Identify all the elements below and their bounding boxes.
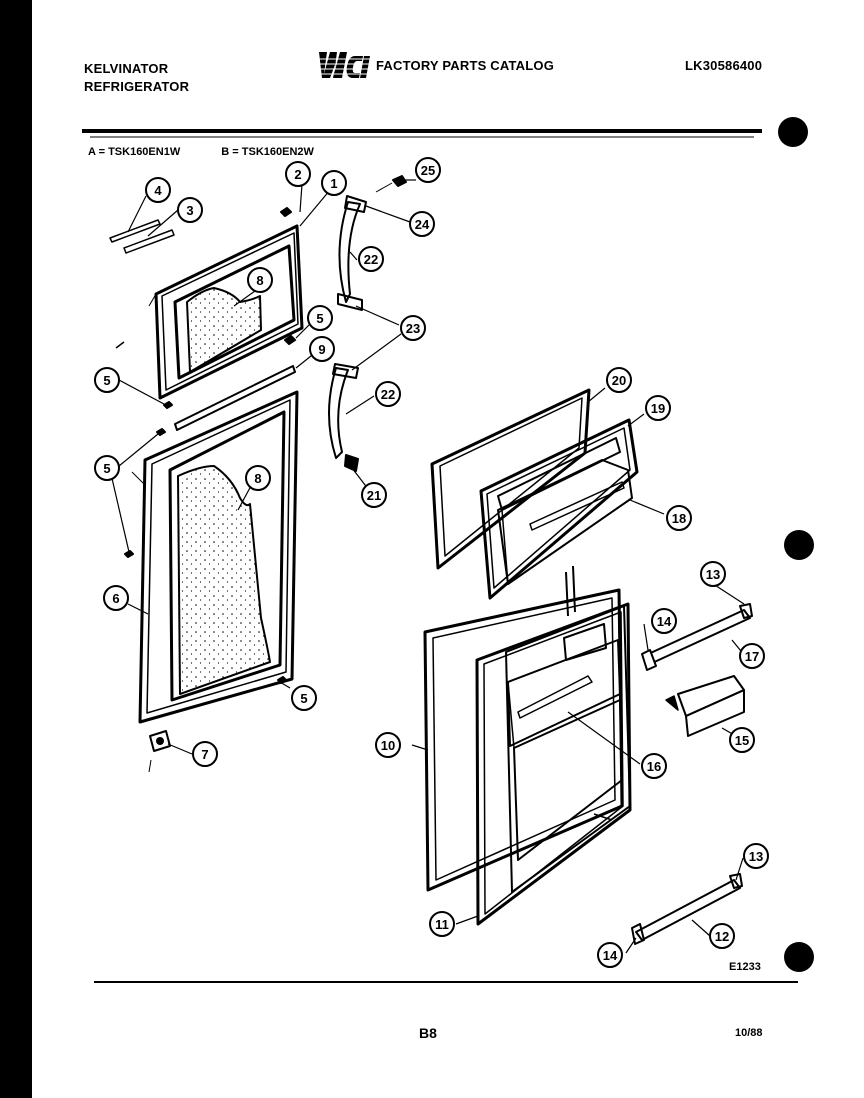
callout-11: 11	[435, 917, 449, 932]
freezer-door	[148, 224, 304, 400]
binder-hole-bottom	[784, 942, 814, 972]
callout-9: 9	[318, 342, 325, 357]
fresh-food-door	[138, 390, 299, 724]
bottom-hinge	[148, 730, 171, 773]
callout-14-b: 14	[603, 948, 618, 963]
callout-15: 15	[735, 733, 749, 748]
exploded-parts-diagram: 1 2 3 4 5 9 5 5 6 5 7 8 8 25 24 22 23 22…	[82, 129, 798, 983]
callout-13-b: 13	[749, 849, 763, 864]
screws	[115, 207, 296, 684]
callout-20: 20	[612, 373, 626, 388]
parts-sheet: KELVINATOR REFRIGERATOR FACTORY PARTS CA…	[32, 0, 864, 1098]
callout-5-b: 5	[103, 373, 110, 388]
callout-22-a: 22	[364, 252, 378, 267]
callout-5-c: 5	[103, 461, 110, 476]
binder-hole-middle	[784, 530, 814, 560]
callout-17: 17	[745, 649, 759, 664]
model-a: A = TSK160EN1W	[88, 146, 181, 158]
callout-21: 21	[367, 488, 381, 503]
binder-hole-top	[778, 117, 808, 147]
drawing-code: E1233	[729, 961, 761, 973]
callout-circles	[94, 157, 769, 968]
callout-3: 3	[186, 203, 193, 218]
callout-8-a: 8	[256, 273, 263, 288]
model-b: B = TSK160EN2W	[221, 146, 314, 158]
callout-6: 6	[112, 591, 119, 606]
revision-date: 10/88	[735, 1027, 763, 1039]
fresh-food-door-liner	[475, 602, 632, 926]
callout-16: 16	[647, 759, 661, 774]
callout-14-a: 14	[657, 614, 672, 629]
door-strip	[109, 219, 175, 254]
brand-line-2: REFRIGERATOR	[84, 79, 190, 94]
callout-5-d: 5	[300, 691, 307, 706]
wci-logo	[315, 52, 371, 78]
callout-1: 1	[330, 176, 337, 191]
callout-23: 23	[406, 321, 420, 336]
callout-12: 12	[715, 929, 729, 944]
freezer-door-liner	[479, 418, 639, 600]
callout-13-a: 13	[706, 567, 720, 582]
callout-10: 10	[381, 738, 395, 753]
freezer-gasket-strip	[174, 365, 296, 431]
dairy-compartment	[665, 675, 745, 737]
callout-5-a: 5	[316, 311, 323, 326]
callout-7: 7	[201, 747, 208, 762]
page-number: B8	[419, 1025, 437, 1041]
upper-door-shelf	[641, 603, 753, 671]
callout-4: 4	[154, 183, 162, 198]
callout-2: 2	[294, 167, 301, 182]
callout-22-b: 22	[381, 387, 395, 402]
catalog-part-number: LK30586400	[685, 58, 763, 73]
catalog-title: FACTORY PARTS CATALOG	[376, 58, 555, 73]
callout-25: 25	[421, 163, 435, 178]
callout-numbers: 1 2 3 4 5 9 5 5 6 5 7 8 8 25 24 22 23 22…	[103, 163, 763, 963]
upper-handle	[337, 175, 407, 311]
brand-line-1: KELVINATOR	[84, 61, 169, 76]
lower-door-shelf	[631, 873, 743, 945]
leader-lines	[110, 179, 746, 954]
callout-8-b: 8	[254, 471, 261, 486]
callout-18: 18	[672, 511, 686, 526]
model-legend: A = TSK160EN1W B = TSK160EN2W	[88, 146, 352, 158]
callout-24: 24	[415, 217, 430, 232]
lower-handle	[328, 363, 359, 472]
callout-19: 19	[651, 401, 665, 416]
